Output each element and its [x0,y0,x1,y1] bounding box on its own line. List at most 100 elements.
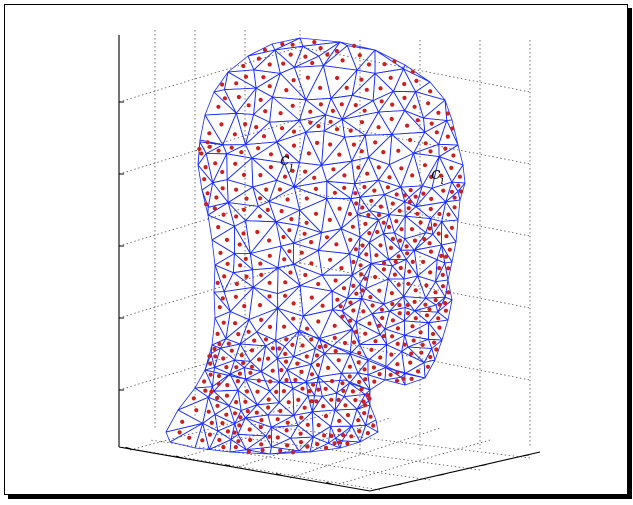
xtick-1 [175,455,182,459]
centroid-dot [264,187,269,192]
centroid-dot [370,303,375,308]
mesh-triangle [249,245,282,269]
mesh-triangle [323,114,343,132]
centroid-dot [443,301,448,306]
centroid-dot [330,108,335,113]
centroid-dot [377,288,382,293]
centroid-dot [326,365,331,370]
centroid-dot [449,189,454,194]
centroid-dot [268,379,273,384]
centroid-dot [194,408,199,413]
centroid-dot [331,167,336,172]
mesh-triangle [293,180,328,199]
mesh-triangle [299,285,333,317]
mesh-triangle [356,393,370,410]
centroid-dot [451,153,456,158]
centroid-dot [316,319,321,324]
centroid-dot [342,340,348,346]
mesh-triangle [438,144,464,166]
mesh-triangle [249,253,279,271]
centroid-dot [424,313,430,318]
centroid-dot [202,379,207,384]
centroid-dot [367,231,372,236]
xtick-4 [326,481,333,485]
centroid-dot [397,311,402,316]
mesh-triangle [277,285,304,317]
centroid-dot [224,412,229,417]
label-ci: ci [431,164,444,187]
frame-shadow-right [628,8,632,499]
centroid-dot [382,62,387,67]
centroid-dot [394,219,399,224]
centroid-dot [257,214,262,219]
centroid-dot [259,418,264,423]
centroid-dot [243,256,248,261]
centroid-dot [329,433,334,439]
centroid-dot [340,58,345,63]
mesh-triangle [212,153,228,184]
centroid-dot [267,294,272,299]
centroid-dot [357,53,362,58]
frame-shadow-bottom [8,495,632,499]
centroid-dot [225,261,230,266]
mesh-triangle [248,307,279,333]
centroid-dot [365,393,370,398]
mesh-triangle [267,414,295,428]
centroid-dot [312,175,317,180]
centroid-dot [255,229,260,235]
centroid-dot [447,247,452,252]
centroid-dot [389,291,394,296]
centroid-dot [213,161,218,166]
centroid-dot [351,340,357,345]
centroid-dot [260,448,265,453]
centroid-dot [396,148,401,153]
centroid-dot [328,257,333,262]
mesh-triangle [279,67,307,101]
grid-line-left-wall-0 [118,46,301,103]
grid-line-right-wall-3 [299,262,531,309]
centroid-dot [219,122,224,127]
mesh-triangle [441,221,457,246]
centroid-dot [354,201,359,206]
centroid-dot [385,185,390,190]
centroid-dot [357,379,362,385]
mesh-triangle [207,214,235,241]
centroid-dot [254,410,259,415]
centroid-dot [352,43,357,49]
centroid-dot [333,278,338,283]
centroid-dot [261,75,266,80]
centroid-dot [213,354,218,359]
label-cj: cj [280,150,294,173]
centroid-dot [216,148,221,153]
centroid-dot [243,74,249,79]
mesh-triangle [435,262,449,283]
centroid-dot [337,206,342,211]
mesh-triangle [317,249,351,276]
centroid-dot [307,389,312,394]
centroid-dot [336,397,341,402]
centroid-dot [430,331,436,337]
centroid-dot [446,290,451,295]
xtick-3 [275,473,283,477]
centroid-dot [349,434,354,439]
centroid-dot [316,423,321,428]
centroid-dot [374,253,379,258]
centroid-dot [290,103,295,108]
centroid-dot [229,348,234,353]
centroid-dot [202,177,207,182]
centroid-dot [337,418,342,423]
centroid-dot [434,130,439,135]
centroid-dot [347,364,352,369]
centroid-dot [281,389,286,394]
centroid-dot [328,142,333,147]
xtick-0 [125,446,132,450]
centroid-dot [221,445,226,450]
centroid-dot [334,48,339,54]
centroid-dot [397,238,403,243]
centroid-dot [340,314,345,319]
mesh-triangle [247,49,276,71]
centroid-dot [323,386,328,391]
centroid-dot [316,387,321,392]
centroid-dot [441,188,446,193]
mesh-triangle [271,437,300,452]
